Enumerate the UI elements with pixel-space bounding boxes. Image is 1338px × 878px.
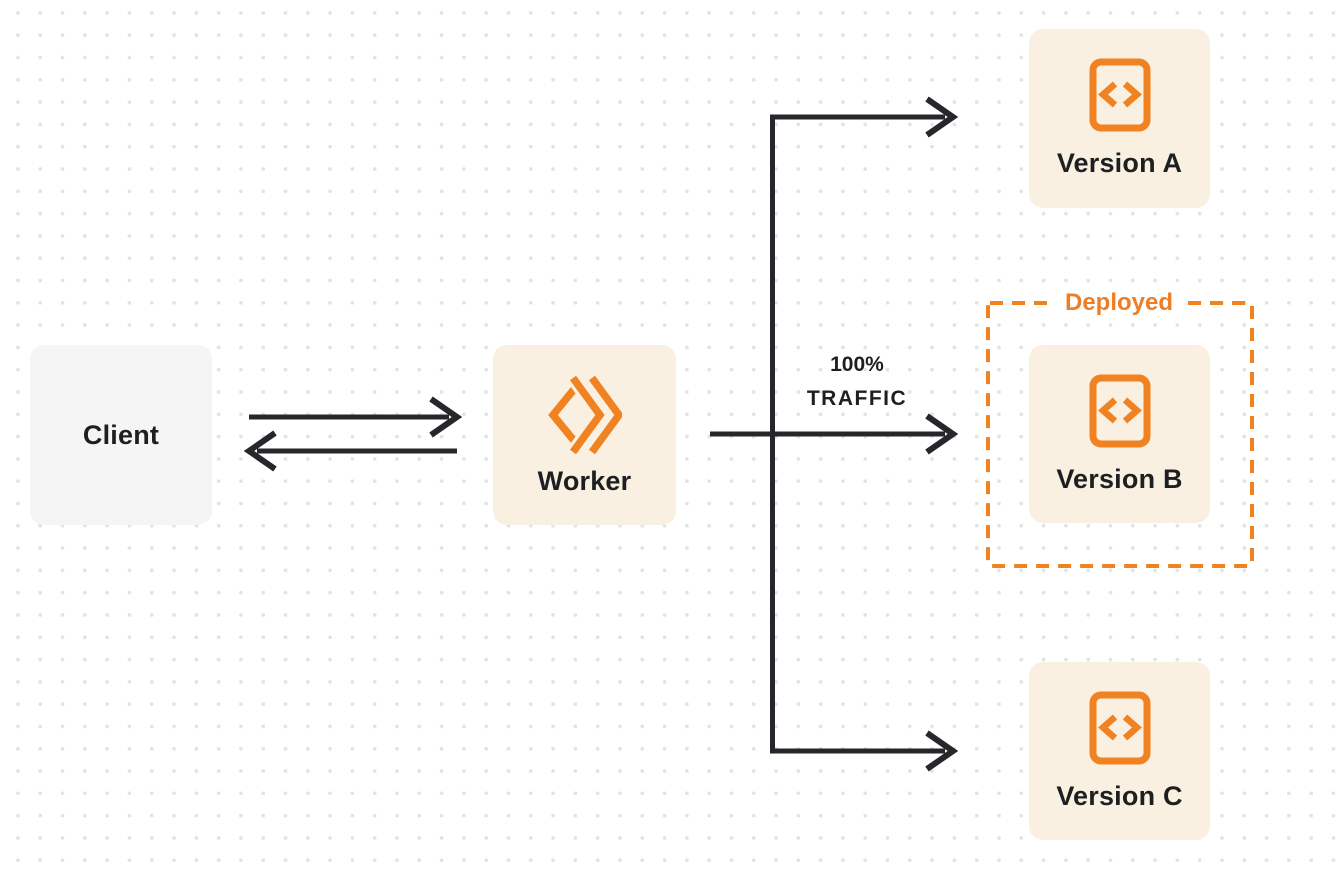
code-file-icon (1089, 691, 1151, 765)
request-arrowhead-icon (429, 396, 463, 438)
traffic-annotation: 100% TRAFFIC (807, 348, 907, 416)
code-file-icon (1089, 58, 1151, 132)
node-version-c: Version C (1029, 662, 1210, 840)
traffic-arrowhead-icon (925, 413, 959, 455)
node-worker: Worker (493, 345, 676, 525)
response-arrowhead-icon (243, 430, 277, 472)
branch-c-arrowhead-icon (925, 730, 959, 772)
code-file-icon (1089, 374, 1151, 448)
traffic-word-label: TRAFFIC (806, 387, 908, 410)
worker-label: Worker (537, 465, 632, 496)
workers-logo-icon (547, 373, 622, 456)
branch-a-arrowhead-icon (925, 96, 959, 138)
node-client: Client (30, 345, 212, 525)
deployed-badge: Deployed (1052, 289, 1186, 317)
version-a-label: Version A (1056, 148, 1183, 178)
node-version-b: Version B (1029, 345, 1210, 523)
node-version-a: Version A (1029, 29, 1210, 208)
client-label: Client (82, 419, 160, 450)
version-b-label: Version B (1056, 463, 1183, 494)
version-c-label: Version C (1056, 780, 1183, 811)
traffic-percent-label: 100% (830, 353, 884, 376)
